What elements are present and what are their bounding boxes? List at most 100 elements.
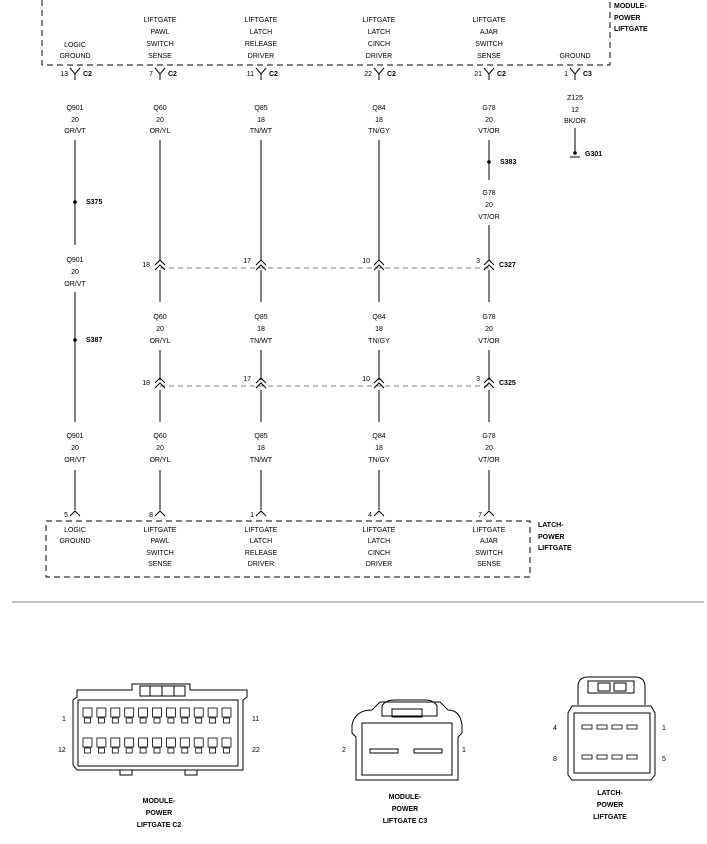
c2-pin-mark: 11 <box>252 716 259 723</box>
top-module-outline <box>41 0 611 66</box>
latch-pin-mark: 8 <box>553 756 557 763</box>
top-pin-number: 11 <box>247 71 254 78</box>
connector-view-c3 <box>351 699 463 781</box>
top-pin-forks <box>69 67 581 80</box>
c327-pin: 10 <box>362 258 370 265</box>
latch-terminal-cavity <box>581 754 593 760</box>
c327-pin: 17 <box>243 258 251 265</box>
c2-terminal-cavity <box>207 707 218 718</box>
ground-symbol <box>570 151 580 158</box>
bottom-module-name-2: POWER <box>538 534 564 541</box>
wire-id: Q901 <box>66 257 83 264</box>
top-pin-label: DRIVER <box>248 53 274 60</box>
wire-color: OR/VT <box>64 128 86 135</box>
bottom-pin-label: SWITCH <box>146 550 174 557</box>
c2-terminal-lock <box>153 747 161 754</box>
c2-pin-mark: 1 <box>62 716 66 723</box>
connector-view-c2 <box>72 683 248 776</box>
top-pin-label: LATCH <box>250 29 272 36</box>
latch-pin-mark: 1 <box>662 725 666 732</box>
c2-terminal-lock <box>111 717 119 724</box>
wire-gauge: 20 <box>156 445 164 452</box>
wire-id: Q84 <box>372 314 385 321</box>
wire-id: Q60 <box>153 314 166 321</box>
c2-pin-mark: 12 <box>58 747 66 754</box>
c2-terminal-cavity <box>179 737 190 748</box>
top-module-name-1: MODULE- <box>614 3 647 10</box>
c2-terminal-cavity <box>110 737 121 748</box>
wire-color: OR/VT <box>64 457 86 464</box>
bottom-pin-label: SENSE <box>148 561 172 568</box>
wire-color: TN/WT <box>250 457 273 464</box>
c2-caption-3: LIFTGATE C2 <box>137 822 182 829</box>
c2-terminal-cavity <box>124 707 135 718</box>
wire-gauge: 20 <box>156 117 164 124</box>
latch-terminal-cavity <box>626 724 638 730</box>
c2-terminal-lock <box>209 717 217 724</box>
wire-id: Q84 <box>372 105 385 112</box>
splice-label: S383 <box>500 159 516 166</box>
bottom-pin-label: DRIVER <box>248 561 274 568</box>
wire-id: Q85 <box>254 105 267 112</box>
c2-pin-mark: 22 <box>252 747 260 754</box>
c325-name: C325 <box>499 380 516 387</box>
bottom-pin-label: RELEASE <box>245 550 278 557</box>
bottom-pin-label: LATCH <box>250 538 272 545</box>
c2-terminal-lock <box>84 747 91 754</box>
top-pin-label: SENSE <box>477 53 501 60</box>
c2-terminal-lock <box>181 717 189 724</box>
bottom-pin-label: SENSE <box>477 561 501 568</box>
top-pin-label: LIFTGATE <box>473 17 506 24</box>
top-pin-label: RELEASE <box>245 41 278 48</box>
top-pin-label: PAWL <box>150 29 169 36</box>
wire-gauge: 20 <box>156 326 164 333</box>
bottom-pin-label: SWITCH <box>475 550 503 557</box>
wire-id: Q60 <box>153 433 166 440</box>
latch-caption-2: POWER <box>597 802 623 809</box>
bottom-pin-label: PAWL <box>150 538 169 545</box>
wire-gauge: 20 <box>485 202 493 209</box>
bottom-pin-label: DRIVER <box>366 561 392 568</box>
c2-terminal-cavity <box>82 707 93 718</box>
c3-caption-3: LIFTGATE C3 <box>383 818 428 825</box>
c2-terminal-lock <box>111 747 119 754</box>
splice-label: S375 <box>86 199 102 206</box>
c325-pin: 3 <box>476 376 480 383</box>
c3-caption-1: MODULE- <box>389 794 422 801</box>
top-pin-label: GROUND <box>59 53 90 60</box>
wire-runs <box>74 128 576 510</box>
bottom-pin-number: 4 <box>368 512 372 519</box>
wire-gauge: 20 <box>71 269 79 276</box>
c2-terminal-lock <box>181 747 189 754</box>
c2-terminal-cavity <box>138 737 149 748</box>
wire-id: Z125 <box>567 95 583 102</box>
latch-terminal-cavity <box>626 754 638 760</box>
bottom-module-name-1: LATCH- <box>538 522 564 529</box>
wire-color: TN/GY <box>368 338 390 345</box>
c2-terminal-lock <box>84 717 91 724</box>
latch-caption-1: LATCH- <box>597 790 623 797</box>
c2-terminal-lock <box>167 717 175 724</box>
bottom-pin-label: GROUND <box>59 538 90 545</box>
c3-pin-mark: 1 <box>462 747 466 754</box>
top-pin-conn: C3 <box>583 71 592 78</box>
c2-terminal-lock <box>98 717 105 724</box>
top-pin-conn: C2 <box>168 71 177 78</box>
bottom-pin-number: 8 <box>149 512 153 519</box>
c2-terminal-cavity <box>193 737 204 748</box>
ground-label: G301 <box>585 151 602 158</box>
wire-gauge: 20 <box>71 445 79 452</box>
latch-pin-mark: 4 <box>553 725 557 732</box>
wire-id: G78 <box>482 433 495 440</box>
wire-color: VT/OR <box>478 338 499 345</box>
c2-terminal-cavity <box>207 737 218 748</box>
c2-terminal-cavity <box>221 737 232 748</box>
wire-color: VT/OR <box>478 214 499 221</box>
wire-color: OR/YL <box>149 128 170 135</box>
bottom-pin-terminals <box>69 510 495 517</box>
splice-label: S387 <box>86 337 102 344</box>
top-pin-label: SWITCH <box>475 41 503 48</box>
wire-gauge: 18 <box>257 326 265 333</box>
wire-id: G78 <box>482 314 495 321</box>
c2-terminal-lock <box>98 747 105 754</box>
